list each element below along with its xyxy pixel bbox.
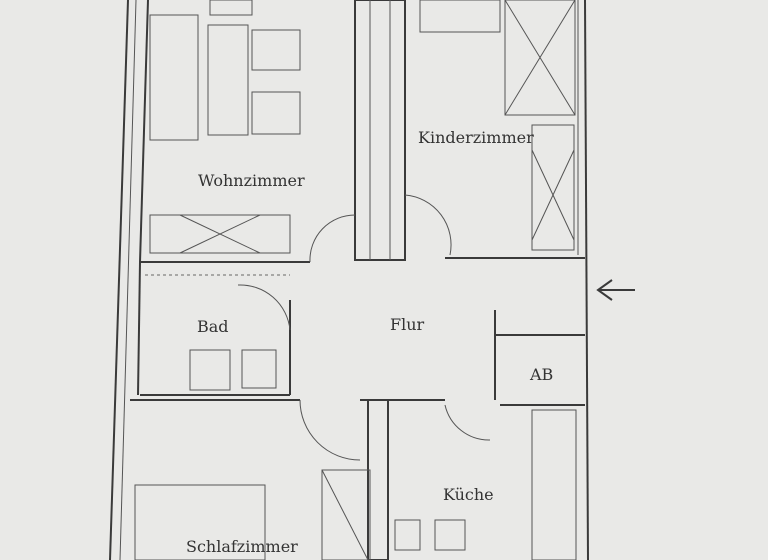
interior-walls <box>130 0 585 560</box>
kitchen-fixtures <box>134 409 577 560</box>
label-schlafzimmer: Schlafzimmer <box>186 537 298 556</box>
label-flur: Flur <box>390 315 425 334</box>
arrow-left-icon <box>596 279 635 301</box>
living-room-furniture <box>149 0 301 254</box>
doors <box>237 194 491 461</box>
label-bad: Bad <box>197 317 229 336</box>
label-ab: AB <box>529 365 553 384</box>
bathroom-fixtures <box>145 274 290 391</box>
label-kinderzimmer: Kinderzimmer <box>418 128 534 147</box>
childrens-room-furniture <box>419 0 576 251</box>
label-wohnzimmer: Wohnzimmer <box>198 171 305 190</box>
label-kueche: Küche <box>443 485 494 504</box>
outer-walls <box>109 0 589 560</box>
